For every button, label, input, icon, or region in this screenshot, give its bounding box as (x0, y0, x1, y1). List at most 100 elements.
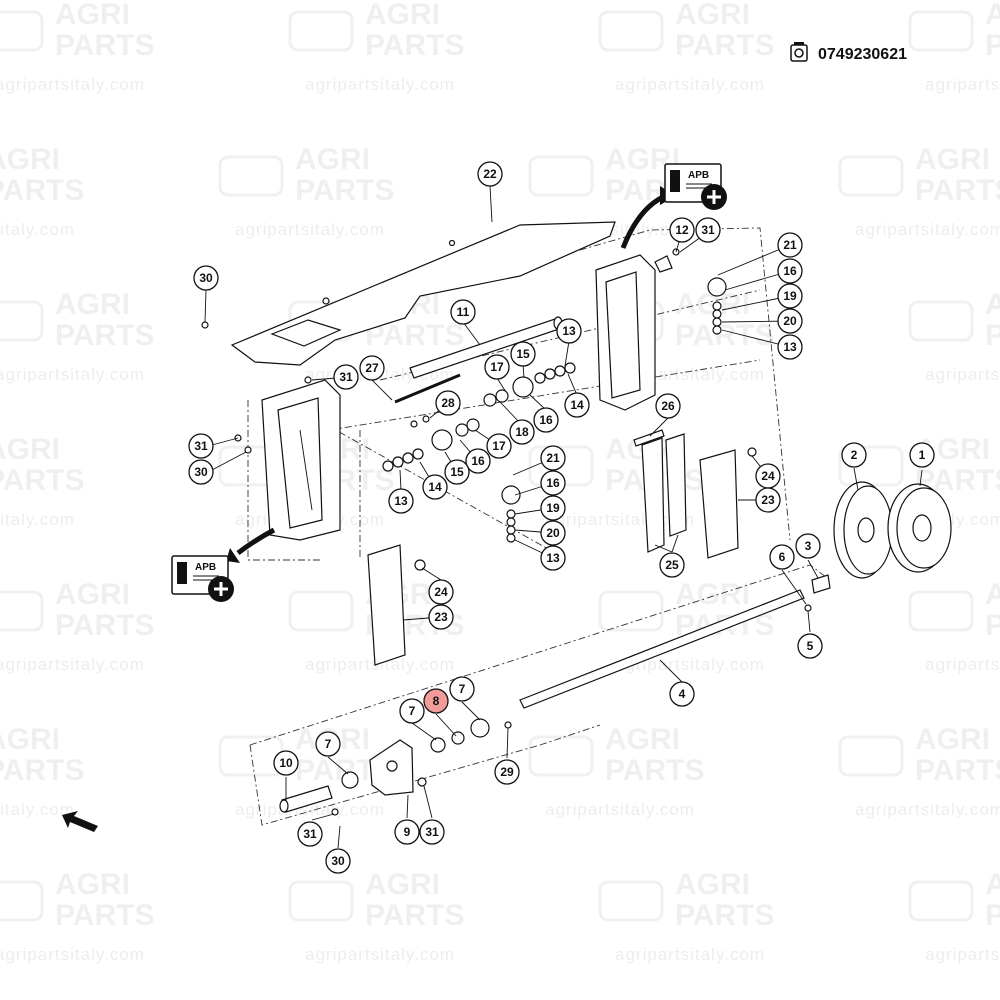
watermark-brand-line1: AGRI (365, 868, 440, 901)
watermark-brand-line1: AGRI (675, 578, 750, 611)
callout-28[interactable]: 28 (435, 390, 461, 416)
callout-26[interactable]: 26 (655, 393, 681, 419)
callout-17[interactable]: 17 (486, 433, 512, 459)
svg-text:23: 23 (761, 493, 775, 507)
callout-31[interactable]: 31 (188, 433, 214, 459)
svg-text:16: 16 (783, 264, 797, 278)
svg-text:20: 20 (783, 314, 797, 328)
watermark-url: agripartsitaly.com (545, 800, 695, 819)
watermark-tractor-icon (908, 10, 974, 52)
callout-12[interactable]: 12 (669, 217, 695, 243)
drive-shaft (519, 589, 805, 709)
callout-25[interactable]: 25 (659, 552, 685, 578)
callout-20[interactable]: 20 (540, 520, 566, 546)
callout-31[interactable]: 31 (297, 821, 323, 847)
callout-23[interactable]: 23 (755, 487, 781, 513)
watermark-url: agripartsitaly.com (855, 800, 1000, 819)
watermark-brand-line2: PARTS (915, 174, 1000, 207)
callout-24[interactable]: 24 (755, 463, 781, 489)
svg-text:26: 26 (661, 399, 675, 413)
apb-label: APB (688, 170, 709, 181)
svg-text:17: 17 (490, 360, 504, 374)
callout-30[interactable]: 30 (325, 848, 351, 874)
svg-text:31: 31 (303, 827, 317, 841)
callout-7[interactable]: 7 (315, 731, 341, 757)
callout-7[interactable]: 7 (449, 676, 475, 702)
callout-14[interactable]: 14 (564, 392, 590, 418)
callout-10[interactable]: 10 (273, 750, 299, 776)
callout-13[interactable]: 13 (388, 488, 414, 514)
callout-14[interactable]: 14 (422, 474, 448, 500)
callout-17[interactable]: 17 (484, 354, 510, 380)
callout-22[interactable]: 22 (477, 161, 503, 187)
callout-13[interactable]: 13 (556, 318, 582, 344)
callout-20[interactable]: 20 (777, 308, 803, 334)
watermark-url: agripartsitaly.com (925, 945, 1000, 964)
callout-23[interactable]: 23 (428, 604, 454, 630)
watermark-url: agripartsitaly.com (925, 75, 1000, 94)
watermark-url: agripartsitaly.com (855, 220, 1000, 239)
callout-11[interactable]: 11 (450, 299, 476, 325)
callout-31[interactable]: 31 (333, 364, 359, 390)
callout-21[interactable]: 21 (777, 232, 803, 258)
svg-text:24: 24 (434, 585, 448, 599)
back-arrow-icon[interactable] (62, 811, 98, 832)
svg-text:30: 30 (194, 465, 208, 479)
callout-16[interactable]: 16 (777, 258, 803, 284)
callout-27[interactable]: 27 (359, 355, 385, 381)
watermark-tractor-icon (288, 880, 354, 922)
callout-16[interactable]: 16 (540, 470, 566, 496)
callout-19[interactable]: 19 (777, 283, 803, 309)
watermark-brand-line2: PARTS (985, 609, 1000, 642)
callout-30[interactable]: 30 (193, 265, 219, 291)
callout-16[interactable]: 16 (465, 448, 491, 474)
callout-29[interactable]: 29 (494, 759, 520, 785)
watermark-brand-line1: AGRI (55, 578, 130, 611)
callout-21[interactable]: 21 (540, 445, 566, 471)
watermark-url: agripartsitaly.com (615, 945, 765, 964)
callout-2[interactable]: 2 (841, 442, 867, 468)
watermark-brand-line1: AGRI (915, 143, 990, 176)
watermark-brand-line1: AGRI (55, 868, 130, 901)
callout-15[interactable]: 15 (444, 459, 470, 485)
callout-31[interactable]: 31 (695, 217, 721, 243)
callout-13[interactable]: 13 (540, 545, 566, 571)
callout-31[interactable]: 31 (419, 819, 445, 845)
callout-16[interactable]: 16 (533, 407, 559, 433)
callout-19[interactable]: 19 (540, 495, 566, 521)
watermark-url: agripartsitaly.com (305, 75, 455, 94)
watermark-url: agripartsitaly.com (925, 365, 1000, 384)
callout-5[interactable]: 5 (797, 633, 823, 659)
callout-9[interactable]: 9 (394, 819, 420, 845)
watermark-brand-line2: PARTS (675, 29, 774, 62)
callout-4[interactable]: 4 (669, 681, 695, 707)
callout-3[interactable]: 3 (795, 533, 821, 559)
callout-1[interactable]: 1 (909, 442, 935, 468)
watermark-brand-line2: PARTS (985, 899, 1000, 932)
apb-badge-left[interactable]: APB (171, 527, 276, 602)
watermark-brand-line1: AGRI (0, 723, 60, 756)
callout-13[interactable]: 13 (777, 334, 803, 360)
watermark-brand-line1: AGRI (985, 868, 1000, 901)
callout-30[interactable]: 30 (188, 459, 214, 485)
callout-15[interactable]: 15 (510, 341, 536, 367)
apb-badge-top[interactable]: APB (620, 163, 727, 249)
callout-8-selected[interactable]: 8 (423, 688, 449, 714)
watermark-url: agripartsitaly.com (925, 655, 1000, 674)
watermark-brand-line2: PARTS (295, 174, 394, 207)
svg-text:14: 14 (428, 480, 442, 494)
callout-18[interactable]: 18 (509, 419, 535, 445)
callout-7[interactable]: 7 (399, 698, 425, 724)
watermark-tractor-icon (218, 735, 284, 777)
svg-text:12: 12 (675, 223, 689, 237)
svg-text:31: 31 (425, 825, 439, 839)
wear-plate-right (699, 449, 739, 559)
watermark-brand-line1: AGRI (0, 433, 60, 466)
callout-6[interactable]: 6 (769, 544, 795, 570)
callout-24[interactable]: 24 (428, 579, 454, 605)
